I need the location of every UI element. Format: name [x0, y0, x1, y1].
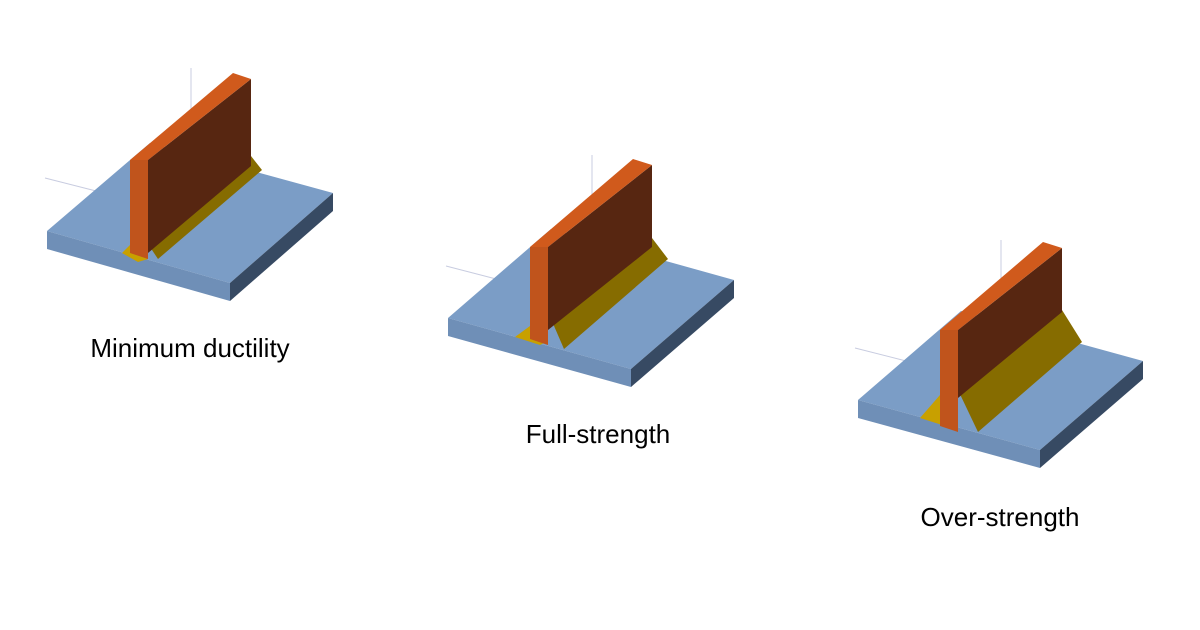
base-plate-side [1040, 361, 1143, 468]
base-plate-side [230, 193, 333, 301]
caption-over-strength: Over-strength [920, 502, 1080, 532]
web-plate-face [548, 165, 652, 330]
web-plate-top [940, 242, 1062, 330]
panel-minimum-ductility [44, 68, 333, 301]
base-plate-front [448, 318, 631, 387]
caption-full-strength: Full-strength [525, 419, 671, 449]
caption-minimum-ductility: Minimum ductility [90, 333, 290, 363]
web-plate-edge [530, 247, 548, 345]
web-plate-face [958, 248, 1062, 398]
axis-line-horizontal [445, 265, 501, 281]
web-plate-top [530, 159, 652, 247]
base-plate-front [47, 231, 230, 301]
weld-fillet-face [958, 310, 1082, 432]
base-plate-front [858, 400, 1040, 468]
web-plate-face [148, 79, 251, 253]
web-plate-top [130, 73, 251, 160]
base-plate-side [631, 280, 734, 387]
weld-fillet-face [548, 238, 668, 349]
weld-fillet-face [148, 156, 262, 259]
panel-over-strength [854, 240, 1143, 468]
axis-line-horizontal [44, 177, 101, 193]
axis-line-horizontal [854, 347, 911, 363]
web-plate-edge [130, 160, 148, 259]
panel-full-strength [445, 155, 734, 387]
web-plate-edge [940, 330, 958, 432]
